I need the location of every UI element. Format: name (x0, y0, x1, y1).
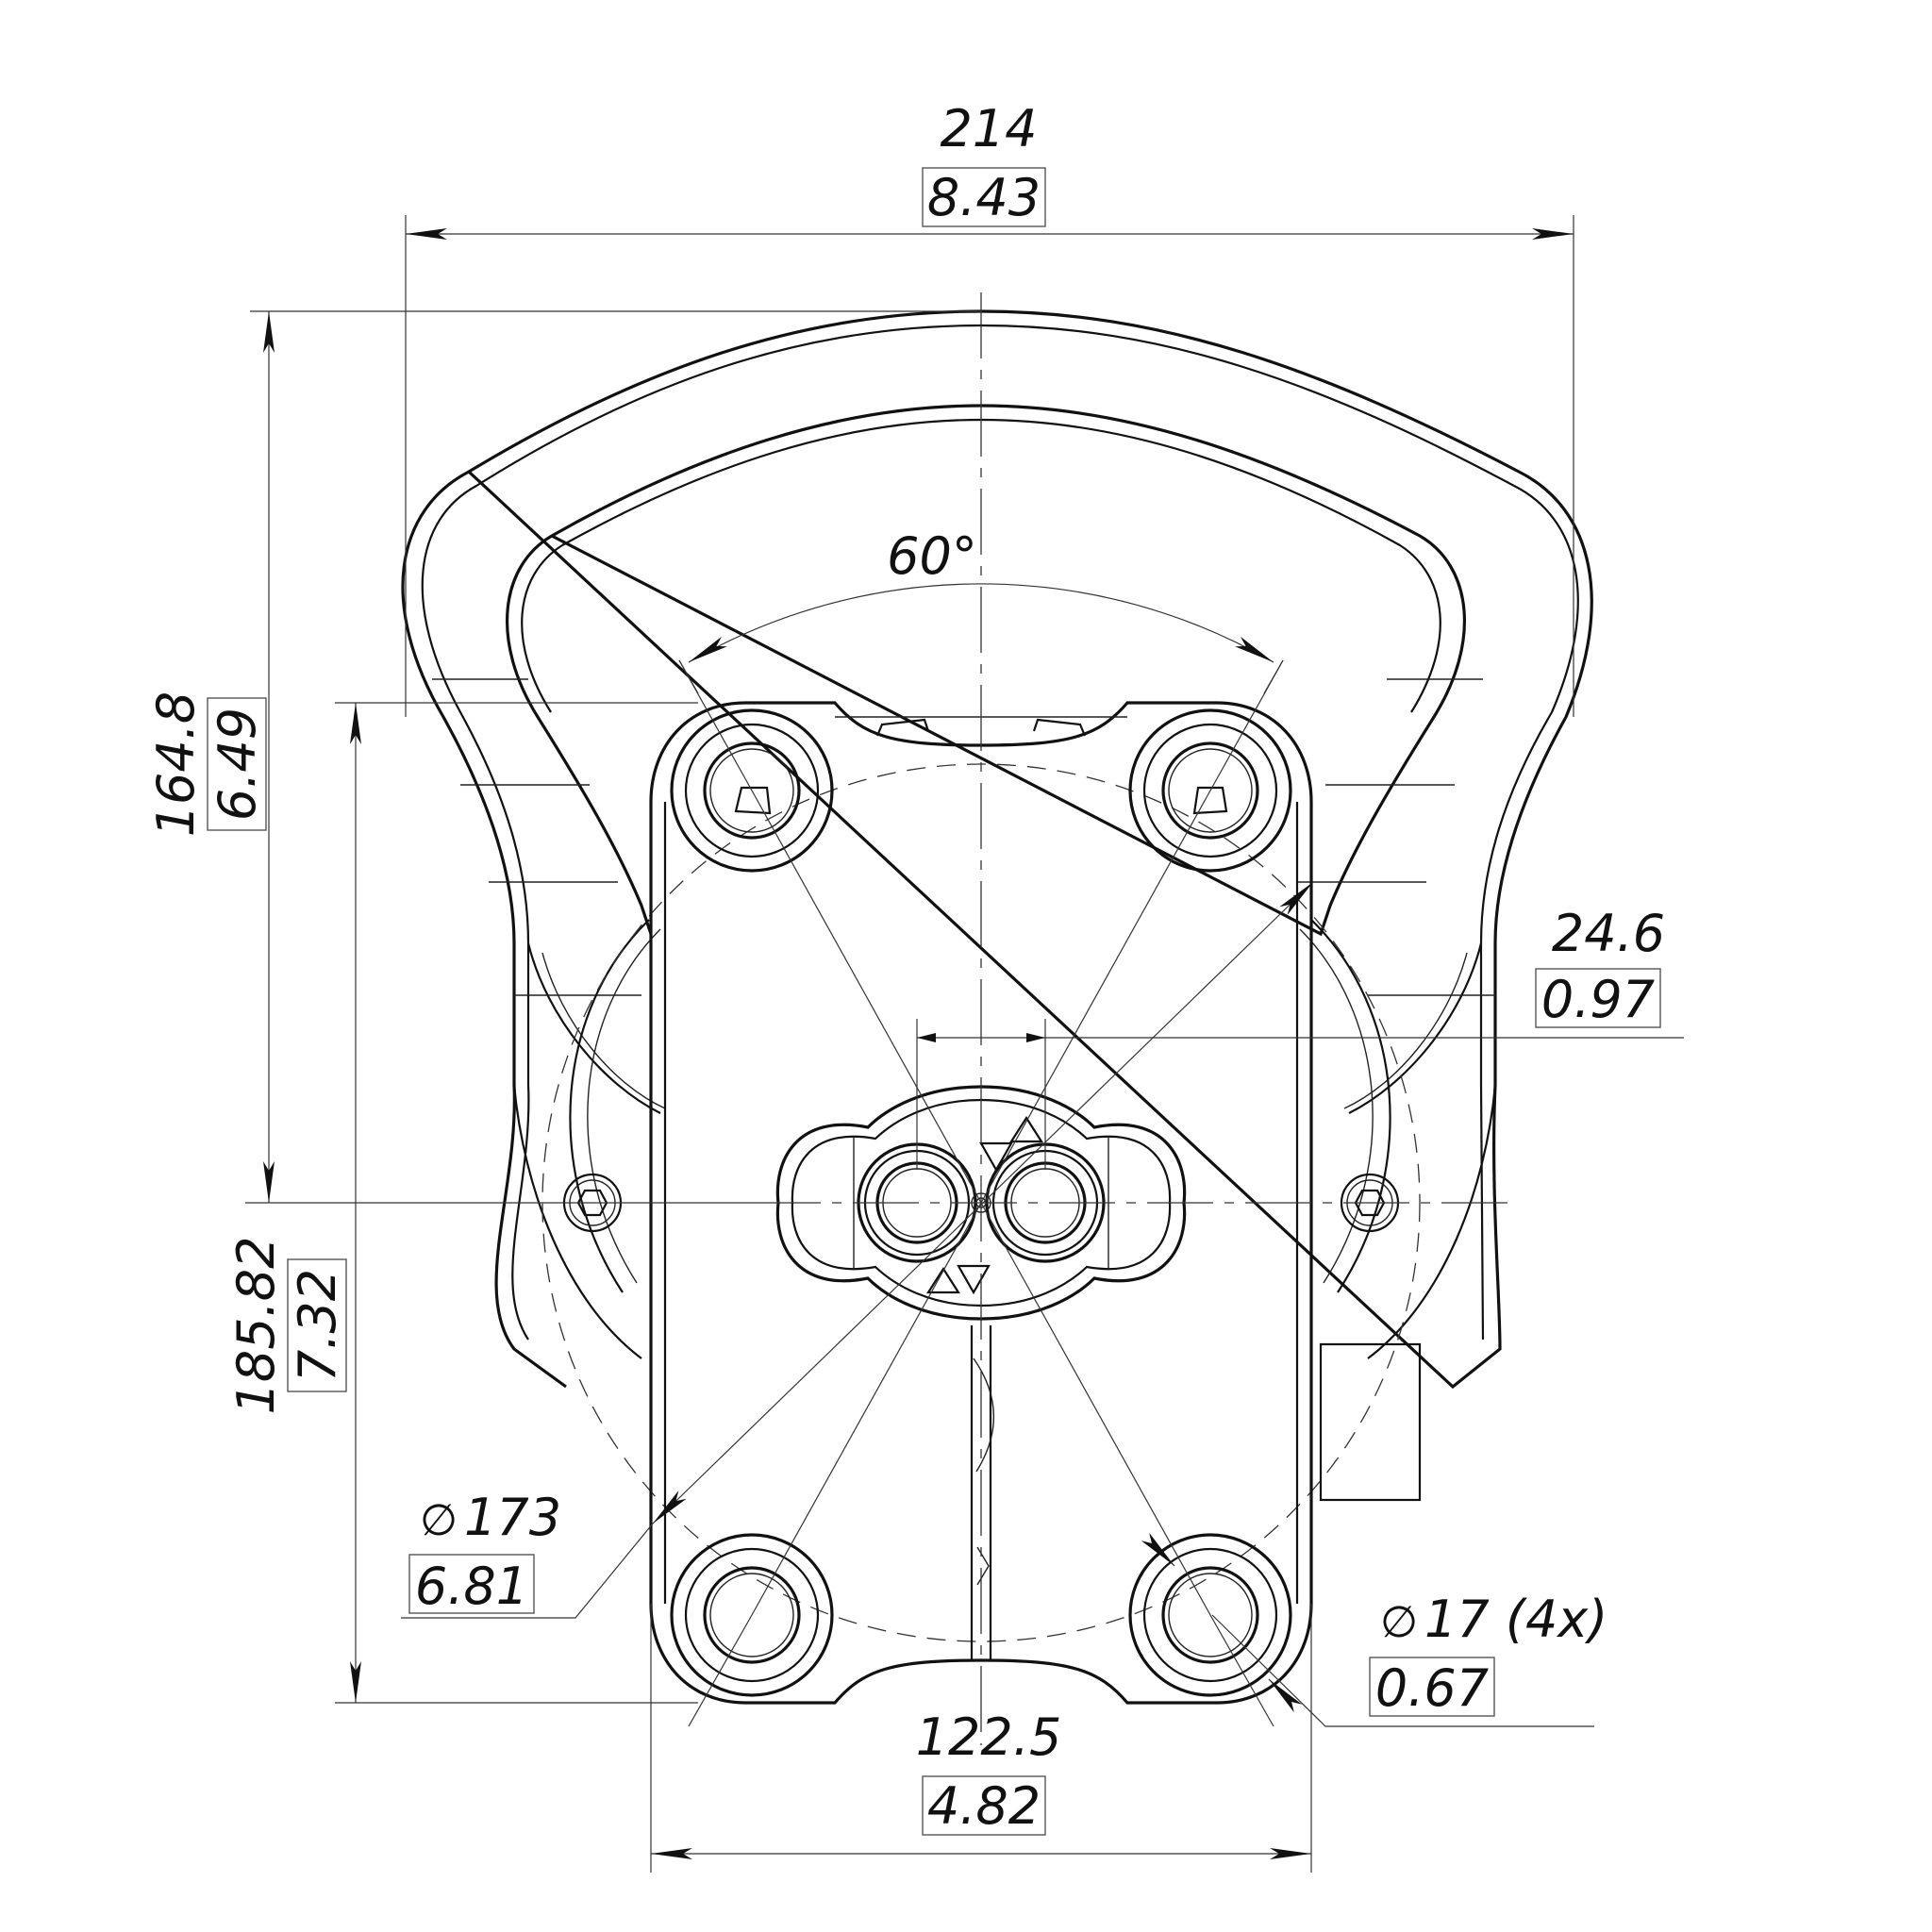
svg-text:6.49: 6.49 (208, 708, 267, 821)
svg-text:24.6: 24.6 (1552, 904, 1665, 963)
svg-text:6.81: 6.81 (415, 1557, 528, 1616)
svg-text:0.67: 0.67 (1375, 1658, 1489, 1718)
svg-text:122.5: 122.5 (916, 1707, 1062, 1767)
svg-text:0.97: 0.97 (1541, 970, 1655, 1029)
svg-text:4.82: 4.82 (927, 1776, 1041, 1836)
bolt-hole-top-left (670, 708, 834, 873)
dim-bolt-hole: ∅ 17 (4x) 0.67 (1369, 1590, 1607, 1718)
svg-text:214: 214 (940, 99, 1037, 158)
svg-text:164.8: 164.8 (146, 691, 206, 838)
svg-text:7.32: 7.32 (288, 1269, 347, 1382)
dim-bolt-circle: ∅ 173 6.81 (408, 1488, 561, 1616)
svg-text:173: 173 (464, 1488, 561, 1547)
svg-text:8.43: 8.43 (927, 168, 1041, 227)
dim-port-spacing: 24.6 0.97 (1535, 904, 1665, 1029)
svg-text:60°: 60° (887, 526, 977, 586)
svg-text:185.82: 185.82 (226, 1237, 286, 1415)
dim-angle: 60° (887, 526, 977, 586)
dim-flange-width: 122.5 4.82 (916, 1707, 1062, 1836)
dim-height-upper: 164.8 6.49 (146, 691, 267, 838)
mounting-bracket (401, 309, 1593, 1502)
svg-text:17 (4x): 17 (4x) (1424, 1590, 1607, 1649)
bolt-hole-bottom-right (1128, 1533, 1292, 1697)
bolt-hole-bottom-left (670, 1533, 834, 1697)
dim-height-flange: 185.82 7.32 (226, 1237, 347, 1415)
dim-overall-width: 214 8.43 (922, 99, 1046, 227)
svg-text:∅: ∅ (420, 1494, 458, 1545)
svg-text:∅: ∅ (1380, 1596, 1418, 1647)
dimension-lines (250, 215, 1684, 1873)
bolt-hole-top-right (1128, 708, 1292, 873)
